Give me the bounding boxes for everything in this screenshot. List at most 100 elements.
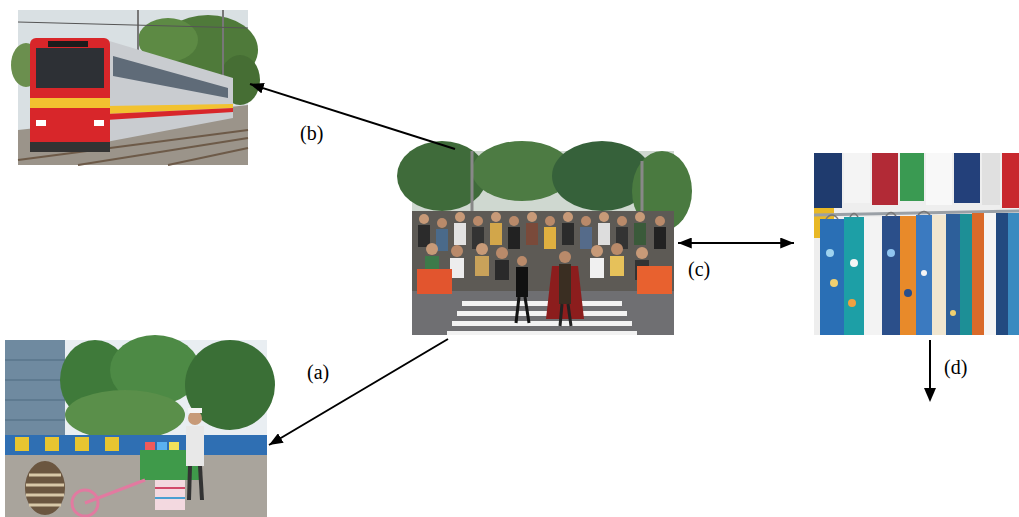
clothes-photo-part — [921, 270, 927, 276]
vendor-photo-part — [5, 455, 267, 517]
clothes-photo-part — [850, 259, 858, 267]
vendor-photo-part — [169, 442, 179, 450]
clothes-photo-part — [848, 299, 856, 307]
train-photo-part — [36, 48, 104, 88]
crowd-photo-part — [417, 269, 452, 294]
crowd-photo-part — [516, 267, 528, 297]
crowd-photo-part-part — [617, 216, 627, 226]
crowd-photo-part — [517, 256, 527, 266]
crowd-photo-part — [637, 266, 672, 294]
vendor-photo-part — [45, 437, 59, 451]
crowd-photo-part-part — [454, 223, 466, 245]
train-photo-part — [106, 40, 233, 142]
clothes-photo-part — [1008, 213, 1019, 335]
crowd-photo-part-part — [655, 216, 665, 226]
crowd-photo-part — [447, 331, 637, 335]
crowd-photo-part-part — [419, 214, 429, 224]
crowd-photo-part-part — [610, 256, 624, 276]
vendor-photo-part — [5, 400, 65, 401]
vendor-photo-part — [15, 437, 29, 451]
crowd-photo-part-part — [475, 256, 489, 276]
clothes-photo-part — [996, 213, 1008, 335]
crowd-photo-part — [525, 297, 529, 323]
crowd-photo-part-part — [634, 223, 646, 245]
vendor-photo-part — [25, 461, 65, 515]
arrow-connector — [250, 84, 455, 149]
crowd-photo-part-part — [563, 212, 573, 222]
clothes-photo-part — [960, 214, 972, 335]
train-photo-part — [30, 142, 110, 152]
vendor-photo-part — [188, 411, 202, 425]
vendor-photo-part — [5, 380, 65, 381]
clothes-photo-part — [946, 214, 960, 335]
clothes-photo-part — [844, 153, 870, 203]
clothes-photo-part — [950, 310, 956, 316]
photo-panel — [814, 153, 1019, 335]
down-arrow — [924, 340, 936, 402]
crowd-photo-part-part — [476, 243, 488, 255]
edge-label: (a) — [305, 361, 331, 384]
vendor-photo-part — [188, 408, 202, 413]
vendor-photo-part — [200, 466, 202, 500]
crowd-photo-part-part — [426, 243, 438, 255]
clothes-photo-part — [820, 219, 844, 335]
arrow-connector — [678, 242, 794, 244]
train-photo-part — [106, 108, 233, 120]
vendor-photo-part — [85, 480, 145, 503]
crowd-photo-part-part — [495, 260, 509, 280]
vendor-photo-part — [186, 426, 204, 466]
crowd-photo-part-part — [636, 247, 648, 259]
vendor-photo-part — [155, 480, 185, 510]
crowd-photo-part-part — [580, 227, 592, 249]
crowd-photo-part-part — [599, 212, 609, 222]
crowd-photo-part-part — [527, 212, 537, 222]
clothes-photo-part — [887, 249, 895, 257]
clothes-photo-part — [844, 217, 864, 335]
crowd-photo-part-part — [451, 245, 463, 257]
vendor-photo-part — [145, 442, 155, 450]
crowd-photo-part-part — [508, 227, 520, 249]
train-photo-part — [30, 98, 110, 108]
vendor-photo-part — [157, 442, 167, 450]
clothes-photo-part — [984, 213, 996, 335]
clothes-photo-part — [1002, 153, 1019, 208]
clothes-photo-part — [864, 217, 882, 335]
photo-panel — [5, 340, 267, 517]
crowd-photo-part — [632, 151, 692, 231]
vendor-photo-part — [5, 420, 65, 421]
crowd-photo-part — [412, 291, 674, 335]
clothes-photo-part — [882, 216, 900, 335]
train-photo-part — [168, 148, 248, 165]
crowd-photo-part-part — [544, 227, 556, 249]
crowd-photo-part-part — [437, 218, 447, 228]
crowd-photo-part — [516, 297, 519, 323]
clothes-photo-part — [826, 249, 834, 257]
vendor-photo-part — [105, 437, 119, 451]
clothes-photo-part — [916, 215, 932, 335]
clothes-photo-part — [926, 153, 952, 205]
clothes-photo-part — [982, 153, 1000, 205]
crowd-photo-part-part — [545, 216, 555, 226]
clothes-photo-part — [900, 216, 916, 335]
vendor-photo — [5, 335, 275, 517]
clothes-photo-part — [932, 215, 946, 335]
crowd-photo-part-part — [635, 212, 645, 222]
crowd-photo-part — [560, 304, 562, 326]
crowd-photo-part — [568, 304, 571, 326]
vendor-photo-part — [75, 437, 89, 451]
crowd-photo-part-part — [450, 258, 464, 278]
crowd-photo-part — [457, 311, 627, 316]
crowd-photo-part — [559, 251, 571, 263]
vendor-photo-part — [65, 390, 185, 440]
edge-label: (b) — [298, 122, 325, 145]
clothes-photo-part — [872, 153, 898, 205]
crowd-photo-part-part — [490, 223, 502, 245]
photo-panel — [412, 151, 674, 335]
clothes-photo-part — [826, 212, 930, 220]
photo-panel — [18, 10, 248, 165]
vendor-photo-part — [185, 340, 275, 430]
crowd-photo-part — [412, 211, 674, 296]
